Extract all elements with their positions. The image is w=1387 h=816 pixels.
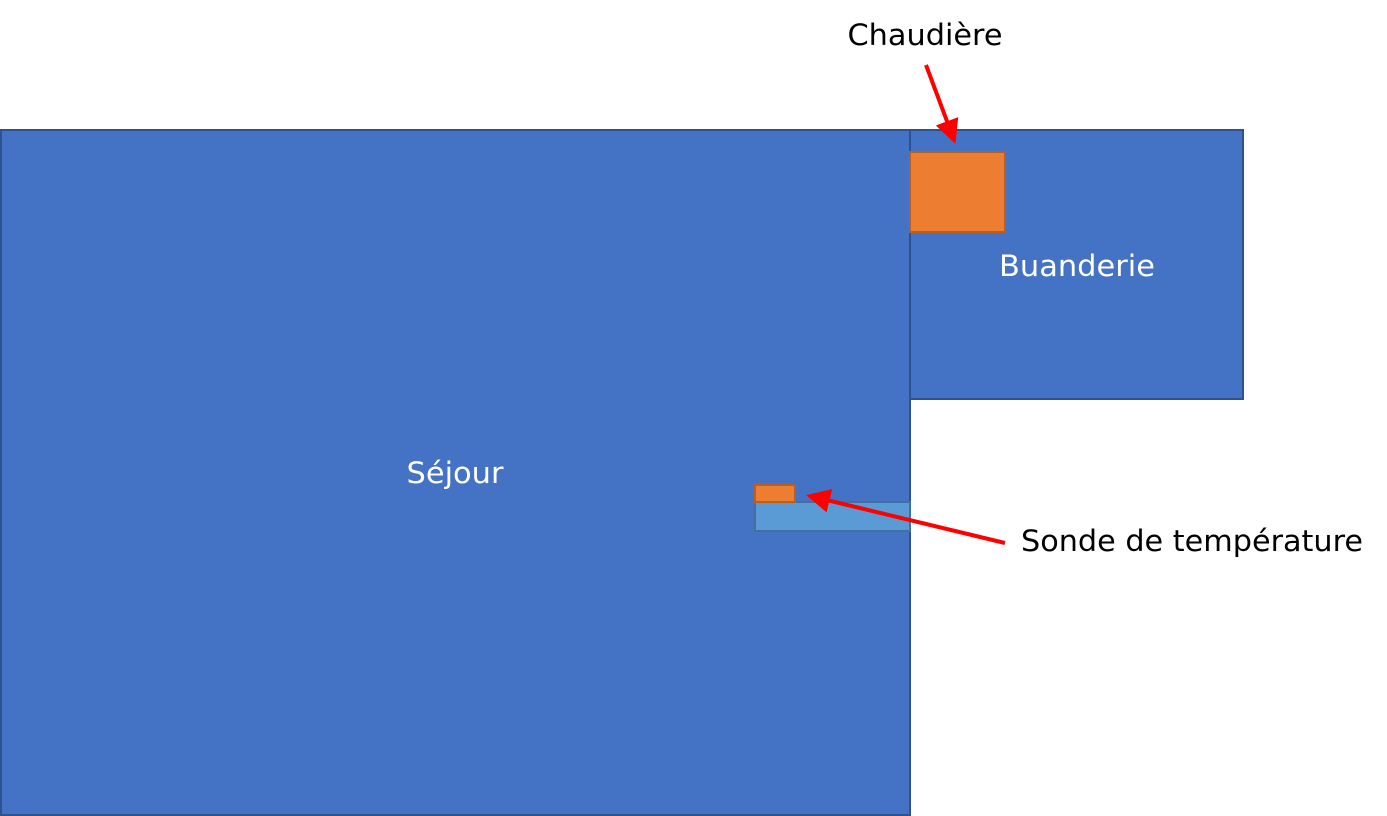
boiler xyxy=(909,151,1006,233)
sensor-label: Sonde de température xyxy=(1021,524,1363,558)
living-room xyxy=(0,129,911,816)
temperature-sensor xyxy=(754,484,796,503)
living-room-label: Séjour xyxy=(407,456,504,490)
boiler-label: Chaudière xyxy=(848,18,1003,52)
boiler-arrow xyxy=(924,64,959,144)
laundry-label: Buanderie xyxy=(999,249,1155,283)
sensor-arrow xyxy=(806,489,1006,545)
